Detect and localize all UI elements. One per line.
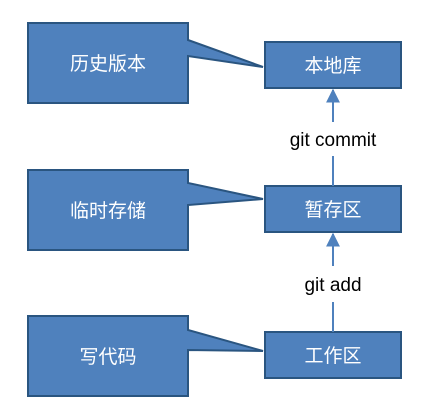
stage-staging-area: 暂存区 — [264, 185, 402, 233]
stage-working-dir-label: 工作区 — [304, 345, 361, 367]
callout-write-code-shape — [27, 315, 264, 397]
callout-history-shape — [27, 22, 264, 104]
stage-local-repo-label: 本地库 — [304, 55, 361, 77]
stage-local-repo-box — [264, 41, 402, 89]
edge-label-git-commit: git commit — [290, 130, 377, 151]
callout-history-label: 历史版本 — [70, 53, 146, 75]
callout-write-code: 写代码 — [27, 315, 264, 397]
edge-label-git-add: git add — [304, 275, 361, 296]
stage-local-repo: 本地库 — [264, 41, 402, 89]
callout-temp-storage-label: 临时存储 — [70, 200, 146, 222]
stage-working-dir: 工作区 — [264, 331, 402, 379]
stage-working-dir-box — [264, 331, 402, 379]
callout-temp-storage-shape — [27, 169, 264, 251]
callout-temp-storage: 临时存储 — [27, 169, 264, 251]
callout-write-code-label: 写代码 — [79, 346, 136, 368]
callout-history: 历史版本 — [27, 22, 264, 104]
stage-staging-area-label: 暂存区 — [304, 199, 361, 221]
